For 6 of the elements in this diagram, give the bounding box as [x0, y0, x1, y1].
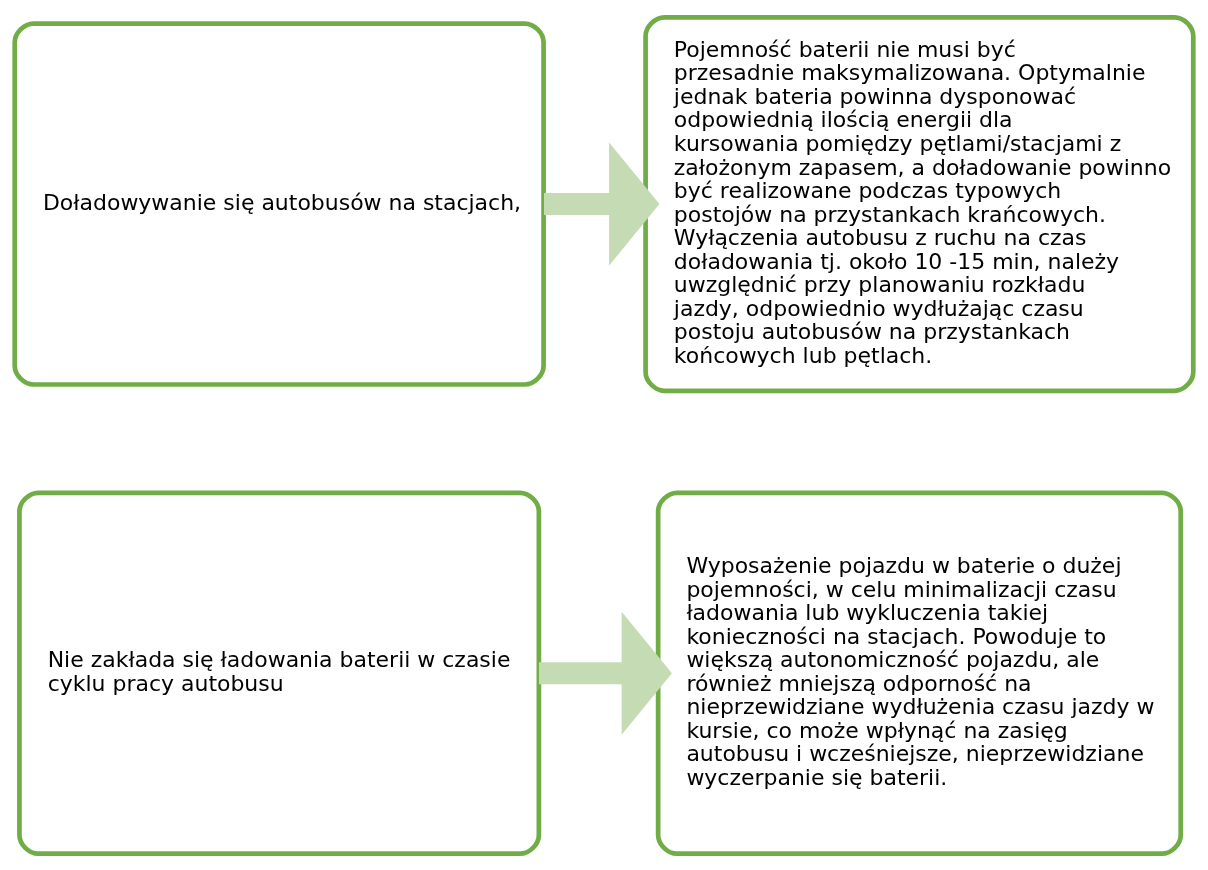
arrow: [544, 141, 660, 266]
node-box: Doładowywanie się autobusów na stacjach,: [12, 20, 546, 387]
node-box: Pojemność baterii nie musi być przesadnie maksymalizowana. Optymalnie jednak bateria powinna dysponować odpowiednią ilością energii dla kursowania pomiędzy pętlami/stacjami z założonym zapasem, a doładowanie powinno być realizowane podczas typowych postojów na przystankach krańcowych. Wyłączenia autobusu z ruchu na czas doładowania tj. około 10 -15 min, należy uwzględnić przy planowaniu rozkładu jazdy, odpowiednio wydłużając czasu postoju autobusów na przystankach końcowych lub pętlach.: [643, 14, 1196, 393]
node-box: Wyposażenie pojazdu w baterie o dużej pojemności, w celu minimalizacji czasu ładowania lub wykluczenia takiej konieczności na stacjach. Powoduje to większą autonomiczność pojazdu, ale również mniejszą odporność na nieprzewidziane wydłużenia czasu jazdy w kursie, co może wpłynąć na zasięg autobusu i wcześniejsze, nieprzewidziane wyczerpanie się baterii.: [655, 489, 1184, 856]
arrow: [538, 611, 672, 735]
node-box: Nie zakłada się ładowania baterii w czasie cyklu pracy autobusu: [17, 489, 542, 856]
